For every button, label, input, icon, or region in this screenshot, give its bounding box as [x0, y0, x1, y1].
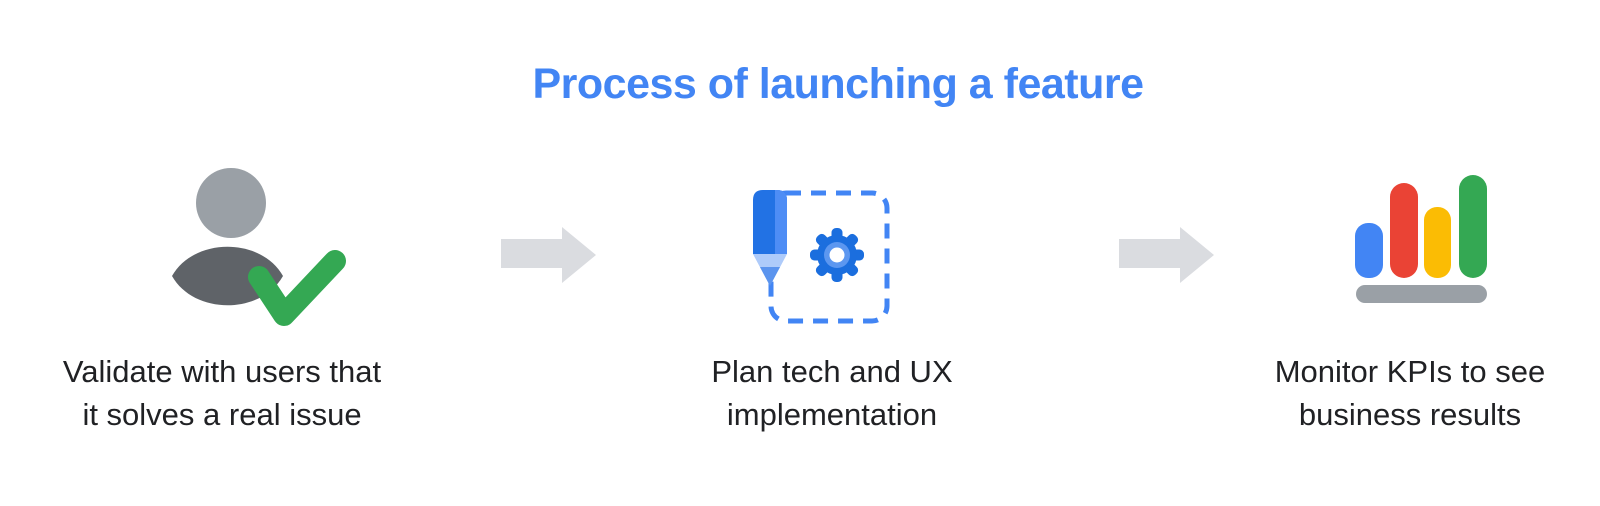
pencil-tip — [759, 267, 781, 286]
caption-line: it solves a real issue — [82, 397, 362, 432]
caption-line: implementation — [726, 397, 938, 432]
user-check-icon — [172, 168, 346, 326]
caption-monitor: Monitor KPIs to see business results — [1200, 350, 1600, 436]
pencil-wood — [753, 254, 787, 267]
bar-blue — [1355, 223, 1383, 278]
caption-line: Plan tech and UX — [711, 354, 953, 389]
gear-icon — [810, 228, 864, 282]
arrow-right-icon — [501, 227, 596, 283]
pencil-icon — [753, 190, 787, 286]
caption-validate: Validate with users that it solves a rea… — [12, 350, 432, 436]
caption-line: Validate with users that — [62, 354, 382, 389]
bar-red — [1390, 183, 1418, 278]
gear-hole — [829, 247, 845, 263]
arrow-right-icon — [1119, 227, 1214, 283]
bar-yellow — [1424, 207, 1451, 278]
checkmark-icon — [248, 250, 346, 326]
person-head — [196, 168, 266, 238]
bar-green — [1459, 175, 1487, 278]
page-title: Process of launching a feature — [532, 60, 1144, 108]
caption-line: Monitor KPIs to see — [1274, 354, 1546, 389]
bar-chart-icon — [1355, 175, 1487, 303]
caption-plan: Plan tech and UX implementation — [622, 350, 1042, 436]
chart-base — [1356, 285, 1487, 303]
caption-line: business results — [1298, 397, 1522, 432]
